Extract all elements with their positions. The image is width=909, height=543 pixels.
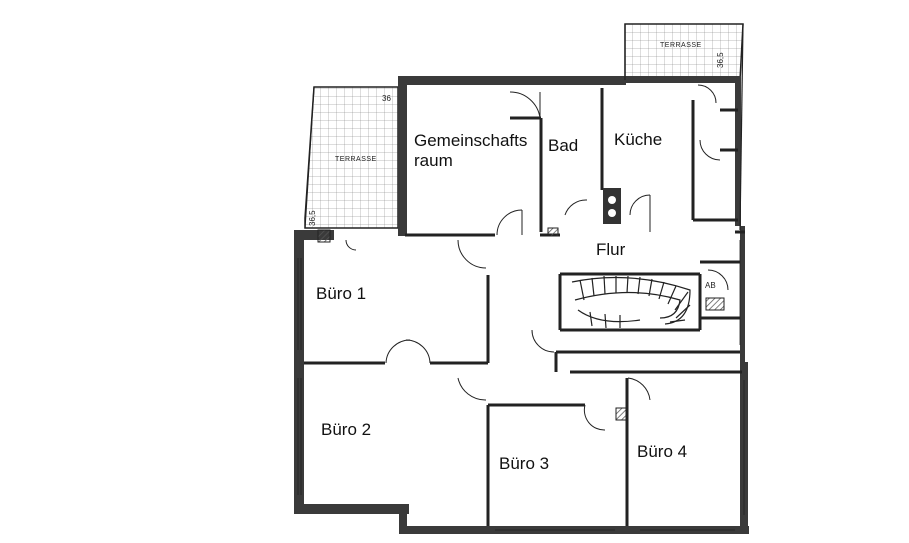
terrace-borders bbox=[304, 23, 744, 231]
dimension-label-top: 36 bbox=[382, 94, 391, 103]
terrace-label-right: TERRASSE bbox=[660, 42, 702, 49]
room-label-flur: Flur bbox=[596, 240, 626, 259]
room-label-kueche: Küche bbox=[614, 130, 663, 149]
ab-label: AB bbox=[705, 281, 716, 290]
terrace-right bbox=[624, 23, 744, 81]
room-label-gemeinschaftsraum-line2: raum bbox=[414, 151, 453, 170]
staircase bbox=[571, 275, 691, 329]
terrace-label-left: TERRASSE bbox=[335, 156, 377, 163]
room-label-buero1: Büro 1 bbox=[316, 284, 367, 303]
room-label-gemeinschaftsraum-line1: Gemeinschafts bbox=[414, 131, 528, 150]
shafts bbox=[317, 227, 725, 421]
kitchen-stove bbox=[603, 188, 621, 224]
room-label-buero3: Büro 3 bbox=[499, 454, 550, 473]
dimension-label-left: 36,5 bbox=[308, 210, 317, 226]
door-swings bbox=[345, 84, 729, 431]
room-label-buero4: Büro 4 bbox=[637, 442, 688, 461]
room-label-buero2: Büro 2 bbox=[321, 420, 372, 439]
room-label-bad: Bad bbox=[548, 136, 579, 155]
windows bbox=[297, 240, 745, 531]
dimension-label-right: 36,5 bbox=[716, 52, 725, 68]
